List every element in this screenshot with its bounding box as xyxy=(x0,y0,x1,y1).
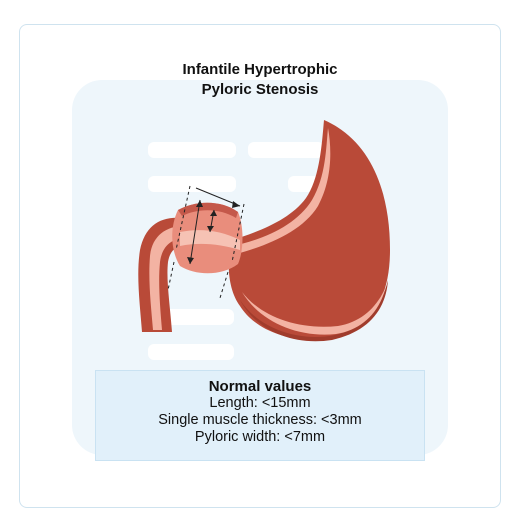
stomach-mucosa-lower xyxy=(242,286,386,335)
extension-line-left xyxy=(175,185,191,251)
extension-line-left-lower xyxy=(167,261,175,291)
stomach-mucosa xyxy=(232,128,331,254)
normal-value-pyloric-width: Pyloric width: <7mm xyxy=(194,429,326,445)
label-placeholder xyxy=(148,344,234,360)
arrowhead xyxy=(196,200,203,207)
diagram-title: Infantile Hypertrophic Pyloric Stenosis xyxy=(100,60,420,100)
title-line-1: Infantile Hypertrophic xyxy=(182,61,338,78)
arrowheads xyxy=(187,200,240,264)
measurement-guides xyxy=(167,185,245,299)
normal-values-box: Normal values Length: <15mm Single muscl… xyxy=(95,370,425,461)
stomach-body xyxy=(228,120,390,340)
normal-value-length: Length: <15mm xyxy=(209,395,311,411)
extension-line-right-lower xyxy=(219,271,229,299)
title-line-2: Pyloric Stenosis xyxy=(201,81,319,98)
extension-line-right xyxy=(231,203,245,263)
arrowhead xyxy=(207,226,214,232)
pyloric-width-arrow xyxy=(189,199,201,265)
label-placeholder xyxy=(148,176,236,192)
pylorus-outer-ring xyxy=(178,202,238,218)
label-placeholder xyxy=(248,142,324,158)
label-placeholder xyxy=(148,142,236,158)
normal-value-muscle-thickness: Single muscle thickness: <3mm xyxy=(158,412,362,428)
normal-values-heading: Normal values xyxy=(208,378,312,395)
arrowhead xyxy=(232,201,240,208)
arrowhead xyxy=(210,210,217,216)
length-dimension-line xyxy=(195,187,241,207)
arrowhead xyxy=(187,257,194,264)
duodenum-lumen xyxy=(149,226,186,330)
